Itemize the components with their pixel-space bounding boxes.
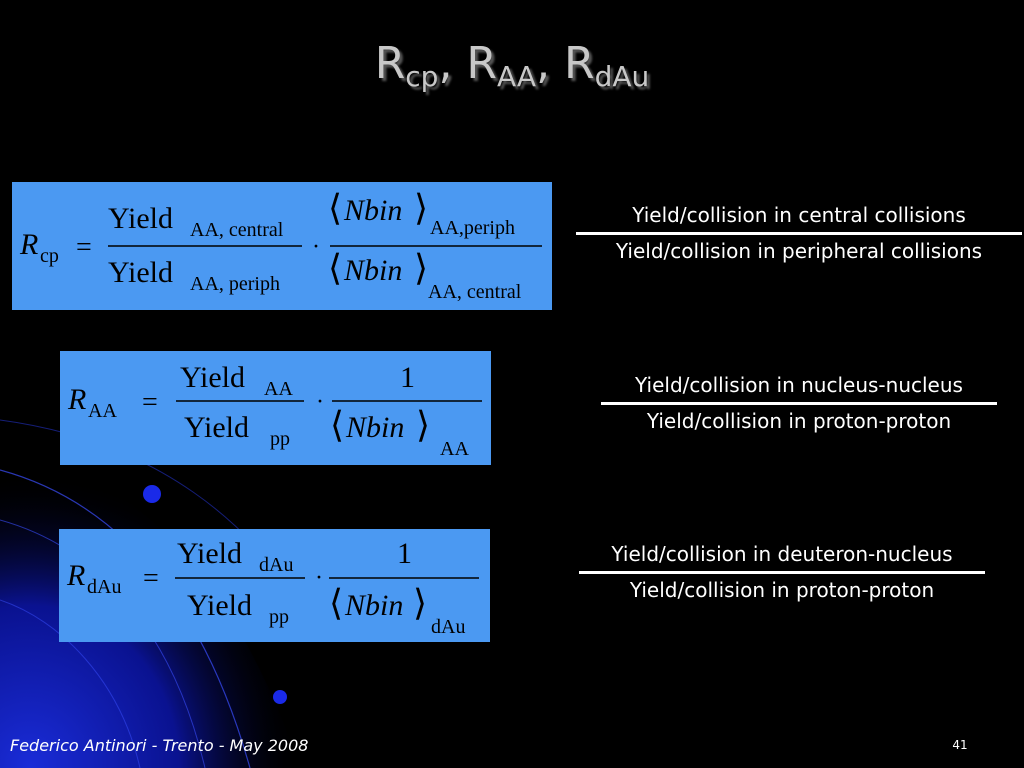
svg-text:Yield: Yield <box>108 202 173 235</box>
svg-text:R: R <box>66 559 85 592</box>
rdau-denominator: Yield/collision in proton-proton <box>629 578 935 602</box>
svg-text:Yield: Yield <box>177 537 242 570</box>
raa-description: Yield/collision in nucleus-nucleus Yield… <box>574 369 1024 438</box>
svg-text:·: · <box>315 565 323 591</box>
svg-text:1: 1 <box>397 537 412 570</box>
page-number: 41 <box>952 738 968 752</box>
rdau-equation-box: R dAu = Yield dAu Yield pp · 1 ⟨ Nbin ⟩ … <box>59 529 490 642</box>
svg-text:⟩: ⟩ <box>414 188 428 228</box>
svg-text:Yield: Yield <box>180 361 245 394</box>
rcp-equation: R cp = Yield AA, central Yield AA, perip… <box>19 188 542 303</box>
svg-text:pp: pp <box>270 428 290 450</box>
svg-text:AA,periph: AA,periph <box>430 217 515 239</box>
rdau-description: Yield/collision in deuteron-nucleus Yiel… <box>557 538 1007 607</box>
rcp-denominator: Yield/collision in peripheral collisions <box>615 239 983 263</box>
svg-text:⟨: ⟨ <box>330 405 344 445</box>
svg-text:=: = <box>142 387 158 418</box>
svg-text:Nbin: Nbin <box>343 254 402 287</box>
svg-text:1: 1 <box>400 361 415 394</box>
svg-text:Yield: Yield <box>184 411 249 444</box>
svg-text:dAu: dAu <box>259 554 293 576</box>
svg-text:AA: AA <box>440 438 469 460</box>
svg-text:·: · <box>312 234 320 260</box>
raa-denominator: Yield/collision in proton-proton <box>646 409 952 433</box>
rcp-fraction-bar <box>576 232 1022 235</box>
svg-text:⟩: ⟩ <box>414 248 428 288</box>
svg-text:AA, periph: AA, periph <box>190 273 280 295</box>
rdau-equation: R dAu = Yield dAu Yield pp · 1 ⟨ Nbin ⟩ … <box>66 537 479 638</box>
rcp-description: Yield/collision in central collisions Yi… <box>574 199 1024 268</box>
svg-text:Nbin: Nbin <box>345 411 404 444</box>
rdau-numerator: Yield/collision in deuteron-nucleus <box>611 542 953 566</box>
raa-equation: R AA = Yield AA Yield pp · 1 ⟨ Nbin ⟩ AA <box>67 361 482 460</box>
slide-title: Rcp, RAA, RdAu <box>374 38 650 93</box>
raa-numerator: Yield/collision in nucleus-nucleus <box>635 373 963 397</box>
rdau-fraction-bar <box>579 571 985 574</box>
svg-text:cp: cp <box>40 245 59 267</box>
svg-text:⟩: ⟩ <box>413 583 427 623</box>
svg-text:⟨: ⟨ <box>328 248 342 288</box>
svg-text:AA: AA <box>264 378 293 400</box>
svg-text:Yield: Yield <box>187 589 252 622</box>
svg-text:=: = <box>76 232 92 263</box>
svg-text:R: R <box>67 383 86 416</box>
svg-text:dAu: dAu <box>431 616 465 638</box>
svg-text:·: · <box>316 389 324 415</box>
svg-text:AA, central: AA, central <box>190 219 284 241</box>
rcp-numerator: Yield/collision in central collisions <box>632 203 966 227</box>
svg-text:Yield: Yield <box>108 256 173 289</box>
svg-text:AA, central: AA, central <box>428 281 522 303</box>
svg-text:Nbin: Nbin <box>344 589 403 622</box>
svg-text:=: = <box>143 563 159 594</box>
svg-text:pp: pp <box>269 606 289 628</box>
svg-text:dAu: dAu <box>87 576 121 598</box>
raa-fraction-bar <box>601 402 997 405</box>
svg-text:R: R <box>19 228 38 261</box>
svg-text:Nbin: Nbin <box>343 194 402 227</box>
svg-text:AA: AA <box>88 400 117 422</box>
svg-text:⟨: ⟨ <box>328 188 342 228</box>
svg-text:⟨: ⟨ <box>329 583 343 623</box>
svg-text:⟩: ⟩ <box>416 405 430 445</box>
footer-author: Federico Antinori - Trento - May 2008 <box>10 736 309 755</box>
raa-equation-box: R AA = Yield AA Yield pp · 1 ⟨ Nbin ⟩ AA <box>60 351 491 465</box>
rcp-equation-box: R cp = Yield AA, central Yield AA, perip… <box>12 182 552 310</box>
